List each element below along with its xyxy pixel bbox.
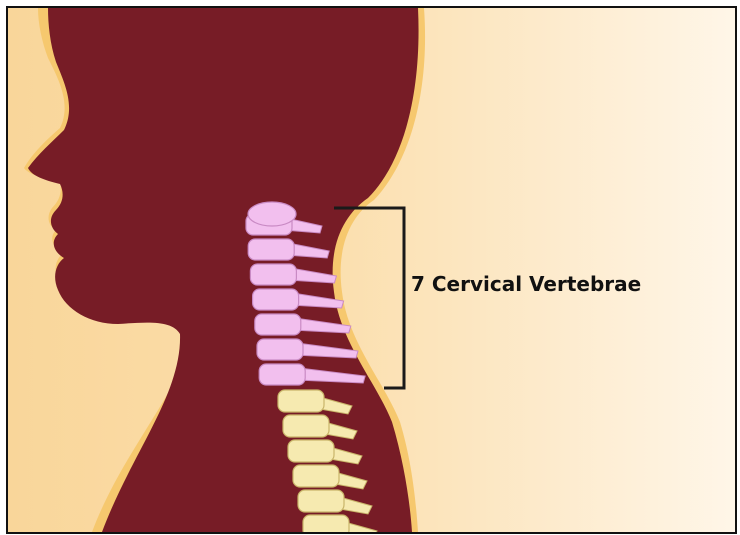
neck-illustration <box>8 8 735 532</box>
diagram-frame: 7 Cervical Vertebrae <box>6 6 737 534</box>
head-neck-silhouette <box>28 8 419 532</box>
cervical-vertebrae-label: 7 Cervical Vertebrae <box>411 272 711 296</box>
atlas-vertebra <box>248 202 296 226</box>
